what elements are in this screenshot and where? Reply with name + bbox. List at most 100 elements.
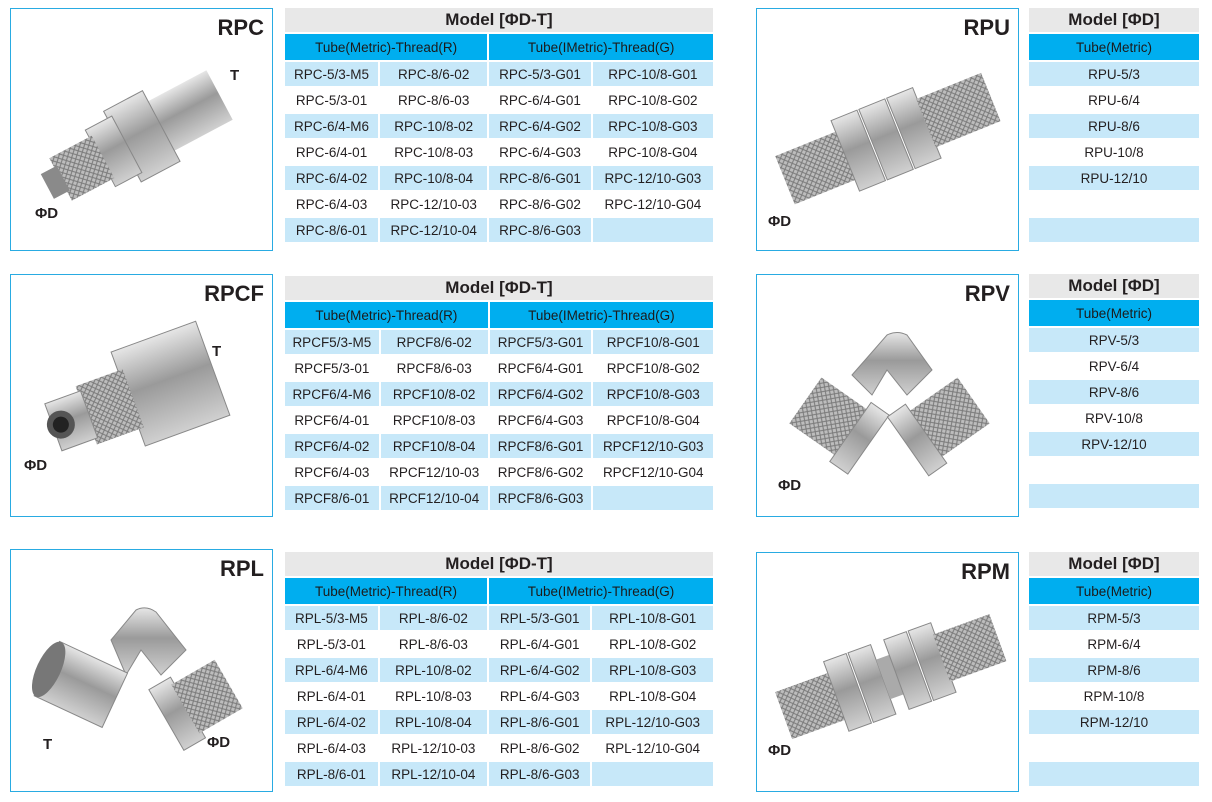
cell: RPV-6/4 — [1029, 354, 1199, 378]
cell: RPCF12/10-04 — [380, 486, 488, 510]
fitting-straight-male-icon — [40, 70, 233, 201]
diameter-label: ΦD — [24, 457, 48, 474]
cell — [1029, 458, 1199, 482]
product-image-rpu: RPU ΦD — [756, 8, 1019, 251]
column-group-r: Tube(Metric)-Thread(R) — [285, 34, 488, 60]
cell: RPL-12/10-G04 — [592, 736, 713, 760]
cell: RPL-10/8-G03 — [592, 658, 713, 682]
product-title: RPL — [220, 556, 264, 581]
cell: RPCF10/8-G04 — [593, 408, 713, 432]
product-image-rpm: RPM ΦD — [756, 552, 1019, 792]
table-row: RPV-6/4 — [1029, 354, 1199, 378]
thread-label: T — [212, 343, 222, 360]
cell: RPL-8/6-02 — [379, 606, 487, 630]
cell: RPV-12/10 — [1029, 432, 1199, 456]
table-row: RPM-12/10 — [1029, 710, 1199, 734]
cell: RPCF8/6-03 — [380, 356, 488, 380]
table-header: Model [ΦD-T] — [285, 552, 713, 576]
table-row: RPU-12/10 — [1029, 166, 1199, 190]
cell: RPC-10/8-G02 — [592, 88, 713, 112]
table-header: Model [ΦD] — [1029, 274, 1199, 298]
cell: RPCF6/4-03 — [285, 460, 379, 484]
cell: RPL-5/3-01 — [285, 632, 378, 656]
cell: RPC-8/6-01 — [285, 218, 379, 242]
cell — [1029, 484, 1199, 508]
cell — [593, 486, 713, 510]
diameter-label: ΦD — [35, 205, 59, 222]
cell — [1029, 192, 1199, 216]
table-row — [1029, 762, 1199, 786]
cell: RPL-10/8-02 — [379, 658, 487, 682]
cell: RPL-8/6-G01 — [488, 710, 591, 734]
cell: RPC-8/6-G03 — [489, 218, 591, 242]
column-group-g: Tube(IMetric)-Thread(G) — [489, 302, 713, 328]
cell: RPU-6/4 — [1029, 88, 1199, 112]
table-header: Model [ΦD-T] — [285, 8, 713, 32]
table-row: RPM-10/8 — [1029, 684, 1199, 708]
column-group-g: Tube(IMetric)-Thread(G) — [489, 34, 713, 60]
table-row: RPU-5/3 — [1029, 62, 1199, 86]
cell: RPC-6/4-G02 — [489, 114, 591, 138]
cell: RPC-10/8-G01 — [592, 62, 713, 86]
column-group-g: Tube(IMetric)-Thread(G) — [488, 578, 713, 604]
cell: RPM-6/4 — [1029, 632, 1199, 656]
cell: RPL-6/4-G01 — [488, 632, 591, 656]
product-image-rpcf: RPCF T ΦD — [10, 274, 273, 517]
cell — [1029, 736, 1199, 760]
fitting-union-straight-icon — [775, 72, 1001, 205]
cell: RPV-5/3 — [1029, 328, 1199, 352]
table-row: RPV-8/6 — [1029, 380, 1199, 404]
cell — [592, 762, 713, 786]
cell: RPC-12/10-04 — [380, 218, 488, 242]
table-row — [1029, 458, 1199, 482]
model-table-rpv: Model [ΦD] Tube(Metric) RPV-5/3 RPV-6/4 … — [1027, 272, 1201, 510]
cell: RPCF10/8-02 — [380, 382, 488, 406]
cell — [1029, 218, 1199, 242]
cell: RPL-6/4-M6 — [285, 658, 378, 682]
cell — [1029, 762, 1199, 786]
cell: RPL-8/6-03 — [379, 632, 487, 656]
thread-label: T — [43, 736, 53, 753]
column-metric: Tube(Metric) — [1029, 34, 1199, 60]
column-group-r: Tube(Metric)-Thread(R) — [285, 302, 488, 328]
table-row: RPU-10/8 — [1029, 140, 1199, 164]
product-title: RPC — [217, 15, 264, 40]
cell: RPM-12/10 — [1029, 710, 1199, 734]
cell: RPL-12/10-03 — [379, 736, 487, 760]
cell: RPCF6/4-G02 — [489, 382, 592, 406]
table-row — [1029, 218, 1199, 242]
table-header: Model [ΦD] — [1029, 552, 1199, 576]
cell: RPC-8/6-G01 — [489, 166, 591, 190]
table-row: RPU-6/4 — [1029, 88, 1199, 112]
cell: RPC-6/4-M6 — [285, 114, 379, 138]
cell: RPL-12/10-G03 — [592, 710, 713, 734]
cell: RPC-10/8-04 — [380, 166, 488, 190]
diameter-label: ΦD — [207, 734, 231, 751]
table-row: RPU-8/6 — [1029, 114, 1199, 138]
cell: RPCF10/8-G01 — [593, 330, 713, 354]
fitting-elbow-male-icon — [31, 607, 243, 751]
cell: RPM-5/3 — [1029, 606, 1199, 630]
cell: RPL-10/8-G02 — [592, 632, 713, 656]
model-table-rpc: Model [ΦD-T] Tube(Metric)-Thread(R)Tube(… — [283, 6, 715, 244]
cell: RPC-12/10-03 — [380, 192, 488, 216]
cell: RPCF10/8-G02 — [593, 356, 713, 380]
cell: RPCF5/3-M5 — [285, 330, 379, 354]
cell: RPL-8/6-01 — [285, 762, 378, 786]
table-row: RPM-5/3 — [1029, 606, 1199, 630]
fitting-union-elbow-icon — [789, 332, 990, 477]
cell: RPCF6/4-01 — [285, 408, 379, 432]
